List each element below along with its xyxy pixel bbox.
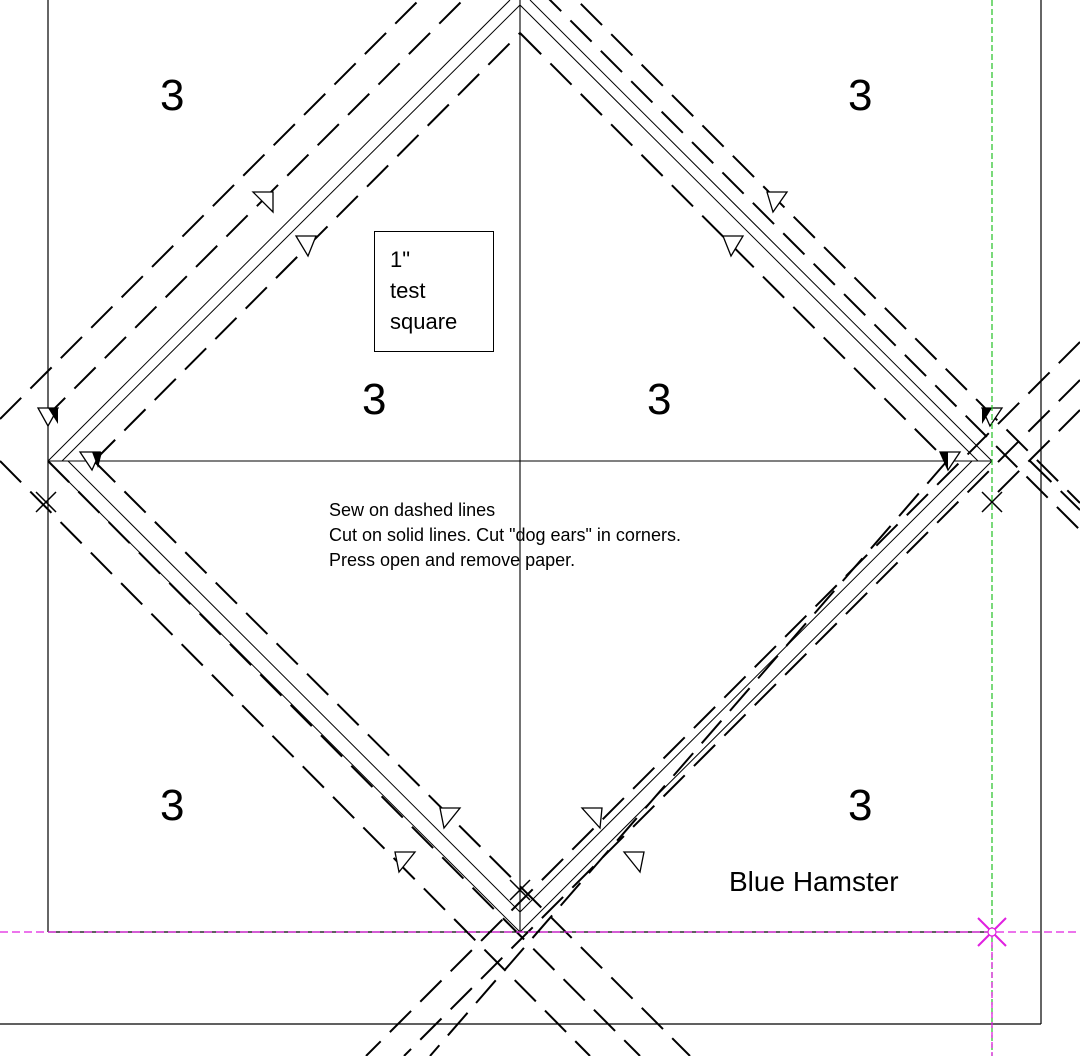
piece-number-bottom-right: 3 bbox=[848, 781, 873, 830]
piece-number-bottom-left: 3 bbox=[160, 781, 185, 830]
arrow-marker bbox=[294, 235, 317, 258]
arrow-marker bbox=[766, 191, 789, 214]
registration-mark bbox=[977, 917, 1007, 947]
designer-name: Blue Hamster bbox=[729, 866, 899, 897]
piece-number-top-left: 3 bbox=[160, 71, 185, 120]
test-square-line-2: test bbox=[390, 278, 426, 303]
corner-filled-markers bbox=[48, 408, 992, 470]
instruction-line-2: Cut on solid lines. Cut "dog ears" in co… bbox=[329, 525, 681, 545]
arrow-marker bbox=[439, 807, 462, 830]
intersection-marks bbox=[35, 491, 1003, 901]
piece-number-center-left: 3 bbox=[362, 375, 387, 424]
test-square-label: 1" test square bbox=[390, 244, 457, 337]
instructions: Sew on dashed lines Cut on solid lines. … bbox=[329, 498, 681, 573]
test-square-line-3: square bbox=[390, 309, 458, 334]
instruction-line-1: Sew on dashed lines bbox=[329, 500, 496, 520]
arrow-marker bbox=[722, 235, 745, 258]
test-square-line-1: 1" bbox=[390, 247, 411, 272]
test-square: 1" test square bbox=[374, 231, 494, 352]
outer-border bbox=[0, 0, 1042, 1025]
piece-number-top-right: 3 bbox=[848, 71, 873, 120]
arrow-marker bbox=[622, 851, 645, 874]
arrow-marker bbox=[580, 807, 603, 830]
arrow-marker bbox=[394, 851, 417, 874]
center-seam-lines bbox=[48, 0, 992, 932]
piece-number-center-right: 3 bbox=[647, 375, 672, 424]
arrow-marker bbox=[251, 191, 274, 214]
instruction-line-3: Press open and remove paper. bbox=[329, 550, 576, 570]
